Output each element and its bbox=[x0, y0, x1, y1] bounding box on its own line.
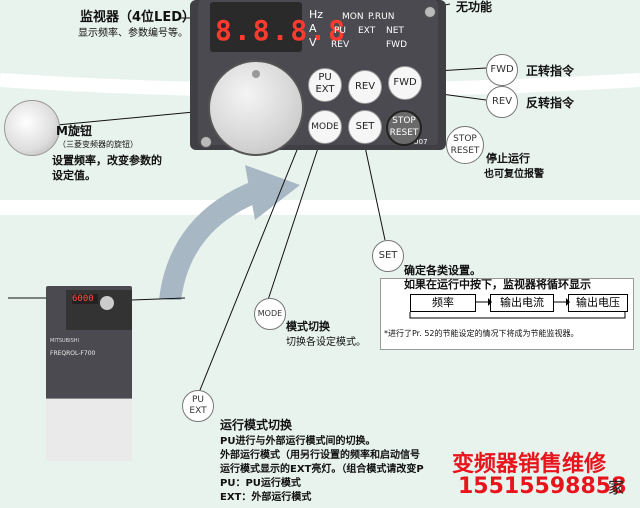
pu-ext-button[interactable]: PU EXT bbox=[308, 68, 342, 102]
puext-callout-bottom: EXT bbox=[189, 406, 207, 416]
puext-callout-top: PU bbox=[191, 395, 204, 405]
flow-note: *进行了Pr. 52的节能设定的情况下将成为节能监视器。 bbox=[384, 329, 579, 338]
puext-callout-icon: PU EXT bbox=[182, 390, 214, 422]
unit-indicators: Hz A V bbox=[309, 8, 323, 50]
inverter-model: FREQROL-F700 bbox=[50, 350, 96, 357]
rev-callout-icon: REV bbox=[486, 86, 518, 118]
m-knob-icon bbox=[4, 100, 60, 156]
stop-reset-button[interactable]: STOP RESET bbox=[386, 110, 422, 146]
fwd-indicator: FWD bbox=[386, 40, 408, 50]
set-desc2: 如果在运行中按下，监视器将循环显示 bbox=[404, 278, 591, 291]
curved-arrow bbox=[159, 165, 300, 300]
inverter-dial bbox=[100, 296, 114, 310]
stop-desc2: 也可复位报警 bbox=[484, 169, 544, 180]
prun-indicator: P.RUN bbox=[368, 12, 395, 22]
ext-indicator: EXT bbox=[358, 26, 376, 36]
inverter-brand: MITSUBISHI bbox=[50, 338, 79, 344]
net-indicator: NET bbox=[386, 26, 404, 36]
stop-callout-top: STOP bbox=[453, 134, 477, 144]
monitor-desc: 显示频率、参数编号等。 bbox=[78, 28, 188, 39]
set-callout-icon: SET bbox=[372, 240, 404, 272]
panel-screw bbox=[200, 136, 212, 148]
led-digits: 8.8.8.8 bbox=[215, 14, 348, 47]
flow-arrows bbox=[409, 298, 626, 319]
fwd-callout-icon: FWD bbox=[486, 54, 518, 86]
stop-callout-bottom: RESET bbox=[450, 146, 480, 156]
op-line1: PU进行与外部运行模式间的切换。 bbox=[220, 436, 376, 447]
m-title: M旋钮 bbox=[56, 124, 92, 138]
op-line5: EXT：外部运行模式 bbox=[220, 492, 312, 503]
op-title: 运行模式切换 bbox=[220, 418, 293, 432]
v-indicator: V bbox=[309, 36, 317, 49]
watermark-badge: 家 bbox=[608, 478, 625, 497]
m-desc1: 设置频率，改变参数的 bbox=[52, 154, 162, 167]
no-function-label: 无功能 bbox=[456, 0, 493, 14]
set-button[interactable]: SET bbox=[348, 110, 382, 144]
stop-callout-icon: STOP RESET bbox=[446, 126, 484, 164]
inverter-display: 6000 bbox=[72, 294, 98, 304]
op-line4: PU：PU运行模式 bbox=[220, 478, 301, 489]
mon-indicator: MON bbox=[342, 12, 364, 22]
reset-label: RESET bbox=[389, 128, 419, 138]
panel-screw bbox=[424, 6, 436, 18]
rev-button[interactable]: REV bbox=[348, 70, 382, 104]
monitor-title: 监视器（4位LED） bbox=[80, 10, 196, 25]
mode-button[interactable]: MODE bbox=[308, 110, 342, 144]
led-display bbox=[210, 2, 302, 52]
mode-desc: 切换各设定模式。 bbox=[286, 337, 366, 348]
rev-indicator: REV bbox=[331, 40, 350, 50]
dial-notch bbox=[252, 70, 260, 78]
mode-callout-icon: MODE bbox=[254, 298, 286, 330]
flow-panel bbox=[380, 278, 634, 350]
m-desc2: 设定值。 bbox=[52, 169, 96, 182]
fwd-button[interactable]: FWD bbox=[388, 66, 422, 100]
a-indicator: A bbox=[309, 22, 317, 35]
watermark-phone: 15515598858 bbox=[458, 474, 627, 499]
set-desc1: 确定各类设置。 bbox=[404, 264, 481, 277]
fwd-desc: 正转指令 bbox=[526, 64, 575, 78]
flow-step-frequency: 频率 bbox=[410, 294, 476, 312]
rev-desc: 反转指令 bbox=[526, 96, 575, 110]
flow-step-current: 输出电流 bbox=[490, 294, 554, 312]
stop-desc1: 停止运行 bbox=[486, 152, 530, 165]
stop-label: STOP bbox=[392, 116, 416, 126]
m-sub: （三菱变频器的旋钮） bbox=[58, 140, 138, 149]
watermark-title: 变频器销售维修 bbox=[452, 452, 607, 477]
pu-indicator: PU bbox=[334, 26, 347, 36]
op-line3: 运行模式显示的EXT亮灯。（组合模式请改变P bbox=[220, 464, 424, 475]
flow-step-voltage: 输出电压 bbox=[568, 294, 628, 312]
pu-ext-bottom-label: EXT bbox=[315, 84, 335, 95]
mode-title: 模式切换 bbox=[286, 320, 330, 333]
hz-indicator: Hz bbox=[309, 8, 324, 21]
pu-ext-top-label: PU bbox=[318, 72, 332, 83]
op-line2: 外部运行模式（用另行设置的频率和启动信号 bbox=[220, 450, 420, 461]
inverter-front-cover bbox=[46, 398, 132, 461]
